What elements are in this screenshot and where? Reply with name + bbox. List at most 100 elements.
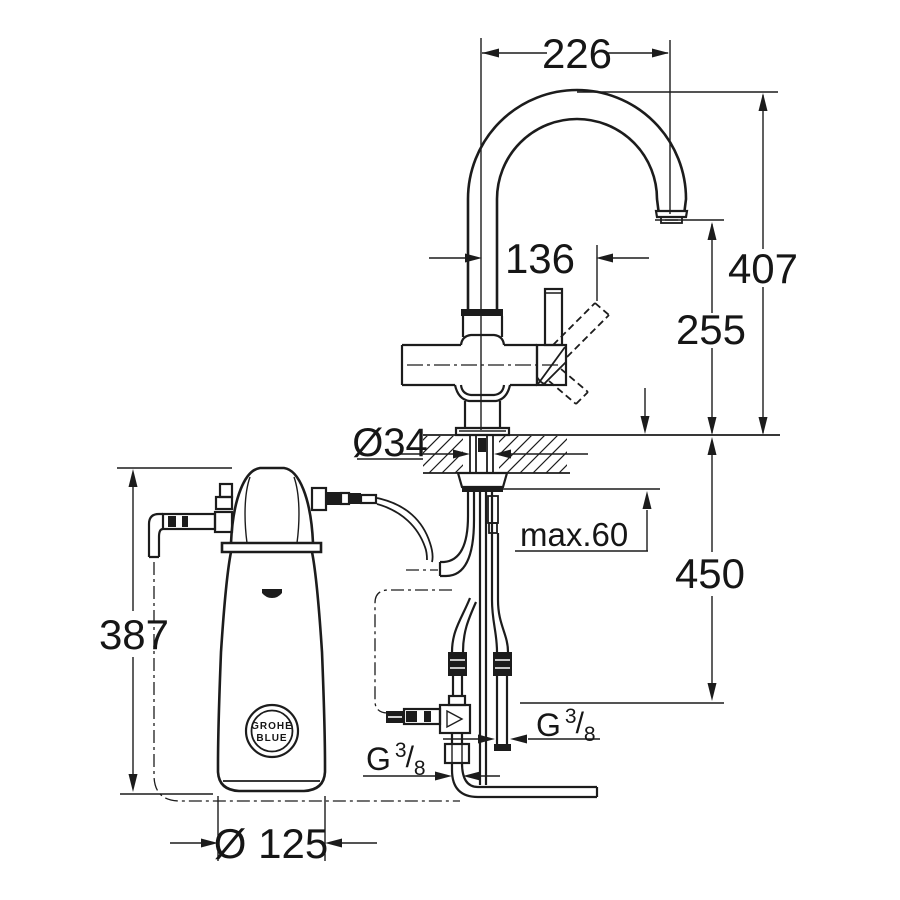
flow-direction-marker: [446, 709, 464, 729]
arrowhead: [510, 734, 527, 744]
arrowhead: [758, 93, 768, 111]
arrowhead: [128, 774, 138, 792]
dome-inner-curves: [244, 476, 300, 544]
right-hose-nut: [493, 652, 512, 676]
under-sink-hoses: [438, 491, 512, 785]
filter-collar-flange: [220, 541, 323, 554]
arrowhead: [463, 771, 480, 781]
arrowhead: [707, 683, 717, 701]
dim-text-226: 226: [542, 30, 612, 77]
body-bottom-flare: [453, 384, 512, 403]
branch-band-2: [424, 711, 431, 722]
arrowhead: [453, 449, 470, 459]
compression-nut-facets: [451, 744, 463, 763]
socket-facets: [537, 346, 567, 386]
ext-lines-o125: [217, 796, 326, 861]
badge-product: BLUE: [256, 733, 287, 744]
right-supply-hose: [490, 491, 510, 653]
dim-spout-reach: 226: [482, 30, 671, 214]
right-hose-lower: [495, 676, 509, 744]
lever-phantom-down: [548, 368, 589, 405]
arrowhead: [325, 838, 342, 848]
filter-outlet-hose: [376, 497, 434, 563]
badge-brand: GROHE: [251, 721, 293, 732]
badge-outer-ring: [244, 703, 300, 759]
left-hose-lower: [451, 676, 464, 696]
head-left-boss-lower: [214, 495, 234, 511]
compression-nut: [443, 742, 471, 765]
grohe-logo: [262, 589, 282, 598]
body-bottom-fillet: [459, 384, 506, 397]
dim-text-450: 450: [675, 550, 745, 597]
dim-handle-offset: 136: [429, 235, 649, 301]
spout-riser-sides: [466, 199, 499, 309]
arrowhead: [494, 449, 511, 459]
lever-phantom-up: [552, 302, 610, 358]
right-fitting-dark-1: [326, 492, 341, 505]
right-fitting-nipple: [359, 493, 378, 505]
dim-outlet-height: 255: [676, 222, 746, 435]
dim-text-407: 407: [728, 245, 798, 292]
dim-filter-height: 387: [99, 467, 232, 795]
arrowhead: [707, 417, 717, 435]
dim-text-o125: Ø 125: [214, 820, 328, 867]
left-port-fitting: [161, 512, 217, 531]
branch-band-1: [406, 711, 417, 722]
arrowhead: [758, 417, 768, 435]
body-top-fillet: [459, 333, 506, 346]
supply-bend-tube: [450, 762, 599, 799]
left-supply-hose: [450, 597, 478, 653]
filter-bottle-body: [216, 551, 327, 793]
right-fitting-dark-2: [349, 493, 361, 504]
arrowhead: [642, 491, 652, 509]
badge-inner-ring: [250, 709, 294, 753]
lever-socket: [535, 343, 568, 387]
dim-mounting-hole: Ø34: [352, 421, 588, 465]
lower-shank: [463, 401, 502, 428]
arrowhead: [640, 416, 650, 434]
shank-stud: [478, 438, 486, 452]
flex-zone-box: [374, 589, 452, 714]
filter-unit: GROHE BLUE: [147, 466, 434, 793]
left-elbow-tube: [147, 512, 164, 559]
spout-inner-arc: [495, 117, 660, 212]
riser-neck: [461, 316, 504, 337]
arrowhead: [596, 253, 613, 263]
arrowhead: [478, 734, 495, 744]
right-hose-end-cap: [494, 744, 511, 751]
arrowhead: [435, 771, 452, 781]
lever-handle-phantom: [548, 302, 610, 405]
arrowhead: [707, 222, 717, 240]
dim-text-136: 136: [505, 235, 575, 282]
body-cylinder: [400, 343, 539, 387]
dim-total-height: 407: [728, 93, 798, 435]
arrowhead: [482, 48, 499, 58]
arrowhead: [652, 48, 669, 58]
spout-outlet: [654, 209, 689, 219]
filter-head-dome: [229, 466, 315, 544]
arrowhead: [128, 469, 138, 487]
dim-text-o34: Ø34: [352, 421, 428, 465]
dim-text-255: 255: [676, 306, 746, 353]
arrowhead: [707, 437, 717, 455]
dim-text-max60: max.60: [520, 516, 628, 553]
dim-filter-diameter: Ø 125: [170, 796, 377, 867]
left-nut-facets: [450, 659, 465, 669]
left-fitting-band-1: [168, 516, 176, 527]
left-hose-nut: [448, 652, 467, 676]
dim-max-deck: max.60: [500, 488, 660, 553]
arrowhead: [201, 838, 218, 848]
mounting-gasket: [462, 487, 503, 492]
riser-collar: [461, 309, 503, 316]
socket-fillet: [536, 376, 549, 386]
hose-to-filter-bend: [438, 491, 476, 578]
arrowhead: [465, 253, 482, 263]
dim-connection-drop: 450: [520, 437, 745, 704]
